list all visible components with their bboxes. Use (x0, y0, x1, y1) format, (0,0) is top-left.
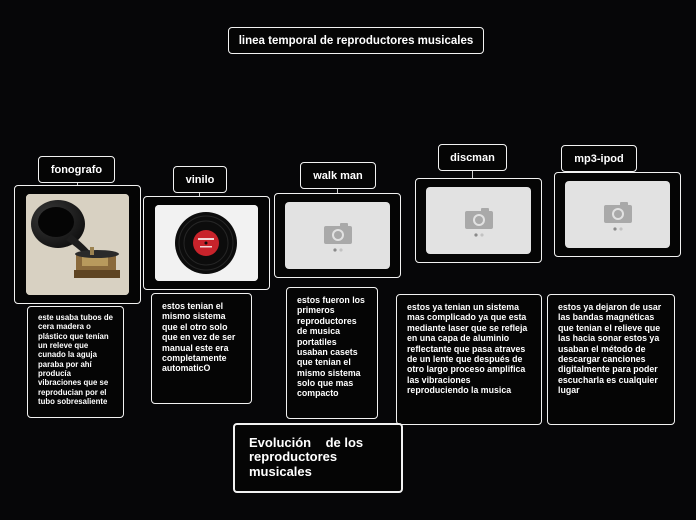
gramophone-photo (26, 194, 129, 295)
vinyl-record-illustration (155, 205, 258, 281)
topic-discman-label: discman (450, 152, 495, 164)
walkman-description[interactable]: estos fueron los primeros reproductores … (286, 287, 378, 419)
fonografo-description[interactable]: este usaba tubos de cera madera o plásti… (27, 306, 124, 418)
mp3-image-card[interactable] (554, 172, 681, 257)
walkman-image-placeholder (285, 202, 390, 269)
mp3-description[interactable]: estos ya dejaron de usar las bandas magn… (547, 294, 675, 425)
topic-vinilo-label: vinilo (186, 174, 215, 186)
mp3-image-placeholder (565, 181, 670, 248)
mp3-description-text: estos ya dejaron de usar las bandas magn… (558, 302, 661, 395)
image-placeholder-icon (601, 198, 635, 232)
discman-description-text: estos ya tenian un sistema mas complicad… (407, 302, 527, 395)
central-topic-text: Evolución de los reproductores musicales (249, 435, 367, 479)
image-placeholder-icon (321, 219, 355, 253)
vinilo-description[interactable]: estos tenian el mismo sistema que el otr… (151, 293, 252, 404)
topic-fonografo-label: fonografo (51, 164, 102, 176)
fonografo-image-card[interactable] (14, 185, 141, 304)
vinilo-image-card[interactable] (143, 196, 270, 290)
topic-mp3-ipod-label: mp3-ipod (574, 153, 624, 165)
discman-image-placeholder (426, 187, 531, 254)
topic-vinilo[interactable]: vinilo (173, 166, 227, 193)
fonografo-description-text: este usaba tubos de cera madera o plásti… (38, 313, 113, 406)
central-topic[interactable]: Evolución de los reproductores musicales (233, 423, 403, 493)
discman-description[interactable]: estos ya tenian un sistema mas complicad… (396, 294, 542, 425)
discman-image-card[interactable] (415, 178, 542, 263)
image-placeholder-icon (462, 204, 496, 238)
connector-discman (472, 171, 473, 178)
walkman-description-text: estos fueron los primeros reproductores … (297, 295, 365, 398)
vinyl-record-photo (155, 205, 258, 281)
topic-fonografo[interactable]: fonografo (38, 156, 115, 183)
timeline-title-text: linea temporal de reproductores musicale… (239, 35, 474, 47)
vinilo-description-text: estos tenian el mismo sistema que el otr… (162, 301, 235, 373)
topic-discman[interactable]: discman (438, 144, 507, 171)
walkman-image-card[interactable] (274, 193, 401, 278)
timeline-title[interactable]: linea temporal de reproductores musicale… (228, 27, 484, 54)
topic-mp3-ipod[interactable]: mp3-ipod (561, 145, 637, 172)
gramophone-illustration (26, 194, 129, 295)
topic-walkman[interactable]: walk man (300, 162, 376, 189)
topic-walkman-label: walk man (313, 170, 363, 182)
